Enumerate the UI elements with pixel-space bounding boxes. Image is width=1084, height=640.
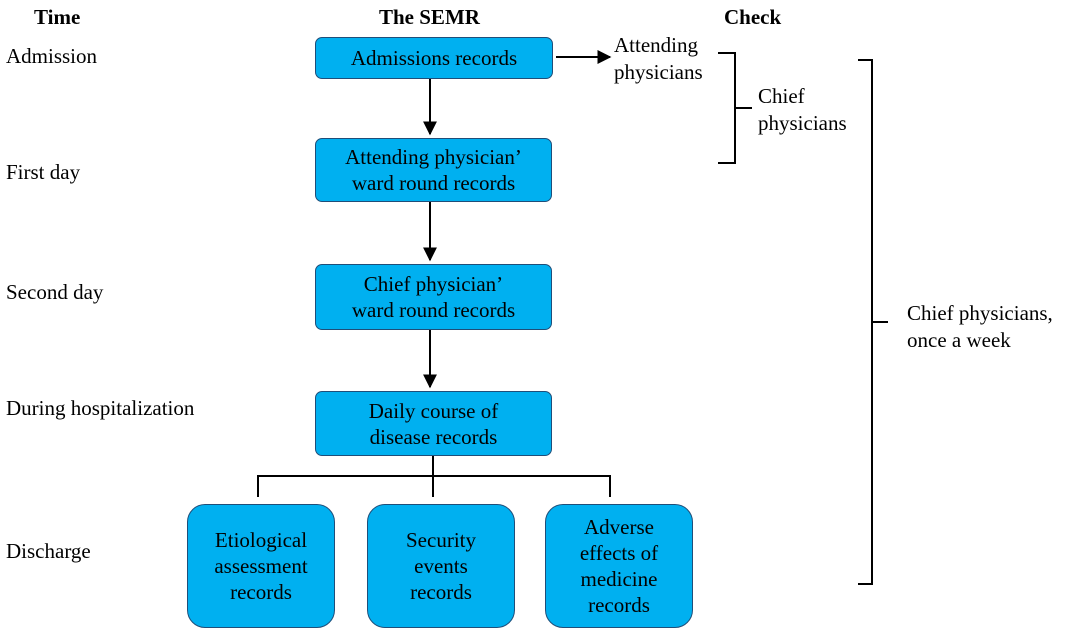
- note-line: once a week: [907, 328, 1011, 352]
- time-admission: Admission: [6, 44, 98, 68]
- note-line: Chief: [758, 84, 805, 108]
- box-adverse-effects-records: Adverse effects of medicine records: [545, 504, 693, 628]
- box-line: Adverse: [584, 515, 654, 539]
- header-semr: The SEMR: [379, 5, 480, 29]
- box-line: medicine: [580, 567, 658, 591]
- box-line: records: [230, 580, 292, 604]
- bracket-weekly-check: [858, 59, 888, 585]
- time-first-day: First day: [6, 160, 81, 184]
- box-chief-round-records: Chief physician’ ward round records: [315, 264, 552, 330]
- time-second-day: Second day: [6, 280, 104, 304]
- time-discharge: Discharge: [6, 539, 91, 563]
- bracket-attending-check: [718, 52, 752, 164]
- note-line: physicians: [758, 111, 847, 135]
- box-etiological-records: Etiological assessment records: [187, 504, 335, 628]
- box-attending-round-records: Attending physician’ ward round records: [315, 138, 552, 202]
- note-line: physicians: [614, 60, 703, 84]
- check-chief-physicians: Chief physicians: [758, 83, 847, 137]
- branch-connector: [257, 456, 611, 497]
- box-line: Attending physician’: [345, 145, 522, 169]
- header-check: Check: [724, 5, 782, 29]
- box-line: effects of: [579, 541, 659, 565]
- box-line: ward round records: [351, 298, 516, 322]
- box-line: ward round records: [351, 171, 516, 195]
- box-line: events: [414, 554, 468, 578]
- header-time: Time: [34, 5, 81, 29]
- time-during-hospitalization: During hospitalization: [6, 396, 195, 420]
- box-security-records: Security events records: [367, 504, 515, 628]
- box-line: Security: [406, 528, 476, 552]
- check-chief-weekly: Chief physicians, once a week: [907, 300, 1053, 354]
- box-admissions-records: Admissions records: [315, 37, 553, 79]
- box-line: Etiological: [214, 528, 308, 552]
- note-line: Attending: [614, 33, 698, 57]
- box-line: records: [588, 593, 650, 617]
- box-line: Admissions records: [350, 46, 518, 70]
- box-daily-course-records: Daily course of disease records: [315, 391, 552, 456]
- note-line: Chief physicians,: [907, 301, 1053, 325]
- box-line: Chief physician’: [363, 272, 504, 296]
- check-attending-physicians: Attending physicians: [614, 32, 703, 86]
- box-line: disease records: [369, 424, 498, 449]
- box-line: Daily course of: [368, 398, 499, 423]
- box-line: assessment: [214, 554, 308, 578]
- box-line: records: [410, 580, 472, 604]
